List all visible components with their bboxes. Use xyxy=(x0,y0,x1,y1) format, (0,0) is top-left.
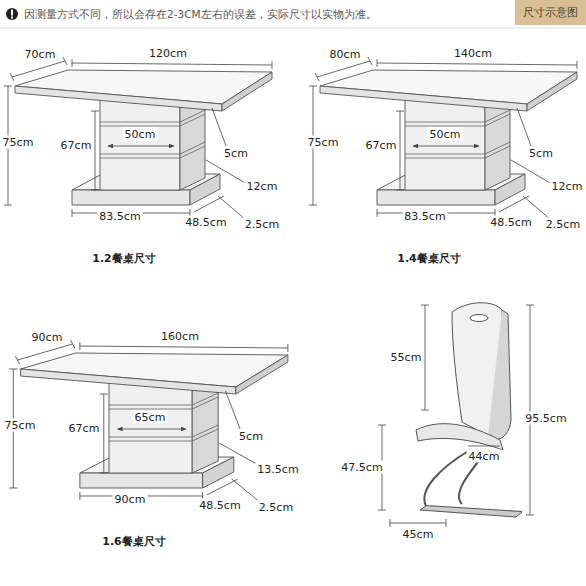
dimension-label: 5cm xyxy=(527,147,555,160)
title-tab: 尺寸示意图 xyxy=(515,0,586,25)
dimension-label: 90cm xyxy=(113,493,148,506)
dimension-label: 13.5cm xyxy=(255,463,300,476)
dimension-label: 50cm xyxy=(428,128,463,141)
table-drawing xyxy=(4,57,272,220)
dimension-label: 67cm xyxy=(364,139,399,152)
dimension-label: 80cm xyxy=(328,48,363,61)
caption-text: 1.4餐桌尺寸 xyxy=(395,252,463,265)
dimension-label: 48.5cm xyxy=(488,216,533,229)
dimension-label: 67cm xyxy=(59,139,94,152)
dimension-label: 12cm xyxy=(550,180,585,193)
dimension-label: 75cm xyxy=(3,419,38,432)
dimension-label: 2.5cm xyxy=(243,218,281,231)
dimension-label: 90cm xyxy=(30,331,65,344)
dimension-label: 48.5cm xyxy=(183,216,228,229)
dimension-label: 2.5cm xyxy=(257,501,295,514)
dimension-label: 48.5cm xyxy=(197,499,242,512)
dimension-label: 83.5cm xyxy=(97,210,142,223)
dimension-label: 5cm xyxy=(222,147,250,160)
dimension-label: 50cm xyxy=(123,128,158,141)
warning-icon xyxy=(6,8,18,20)
header-rule xyxy=(0,28,586,29)
dimension-label: 95.5cm xyxy=(523,412,568,425)
dimension-label: 140cm xyxy=(452,47,494,60)
tab-text: 尺寸示意图 xyxy=(523,5,578,20)
dimension-label: 65cm xyxy=(133,411,168,424)
table-drawing xyxy=(309,57,577,220)
dimension-label: 83.5cm xyxy=(402,210,447,223)
dimension-label: 67cm xyxy=(67,422,102,435)
caption-text: 1.2餐桌尺寸 xyxy=(90,252,158,265)
dimension-label: 44cm xyxy=(467,450,502,463)
table-drawing xyxy=(9,340,288,503)
dimension-label: 55cm xyxy=(389,351,424,364)
dimension-label: 160cm xyxy=(159,330,201,343)
dimension-label: 2.5cm xyxy=(544,218,582,231)
dimension-label: 47.5cm xyxy=(339,461,384,474)
dimension-label: 5cm xyxy=(237,430,265,443)
warning-icon xyxy=(11,17,13,19)
dimension-label: 120cm xyxy=(147,47,189,60)
dimension-label: 12cm xyxy=(245,180,280,193)
dimension-label: 75cm xyxy=(306,136,341,149)
warning-icon xyxy=(11,10,13,16)
caption-text: 1.6餐桌尺寸 xyxy=(100,535,168,548)
chair-drawing xyxy=(378,303,534,527)
dimension-label: 75cm xyxy=(1,136,36,149)
note-text: 因测量方式不同，所以会存在2-3CM左右的误差，实际尺寸以实物为准。 xyxy=(22,8,379,21)
dimension-label: 70cm xyxy=(23,48,58,61)
dimension-label: 45cm xyxy=(401,528,436,541)
